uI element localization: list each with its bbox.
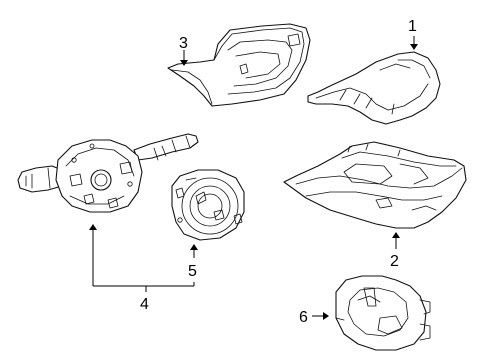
callout-5: 5 xyxy=(188,263,197,280)
leader-3 xyxy=(180,50,188,66)
leader-5 xyxy=(190,244,198,258)
part-4-combination-switch xyxy=(17,133,199,213)
callout-4: 4 xyxy=(140,296,149,313)
callout-3: 3 xyxy=(179,35,188,52)
leader-1 xyxy=(410,36,418,50)
part-6-lock-housing xyxy=(335,275,431,351)
callout-6: 6 xyxy=(299,309,308,326)
part-2-lower-cover xyxy=(283,141,467,229)
callout-2: 2 xyxy=(390,253,399,270)
leader-6 xyxy=(312,312,329,320)
leader-2 xyxy=(392,232,400,249)
leader-4 xyxy=(89,224,195,292)
callout-1: 1 xyxy=(408,18,417,35)
part-1-upper-cover xyxy=(307,51,441,125)
part-3-upper-shroud xyxy=(167,23,311,107)
part-5-clock-spring xyxy=(171,169,245,241)
